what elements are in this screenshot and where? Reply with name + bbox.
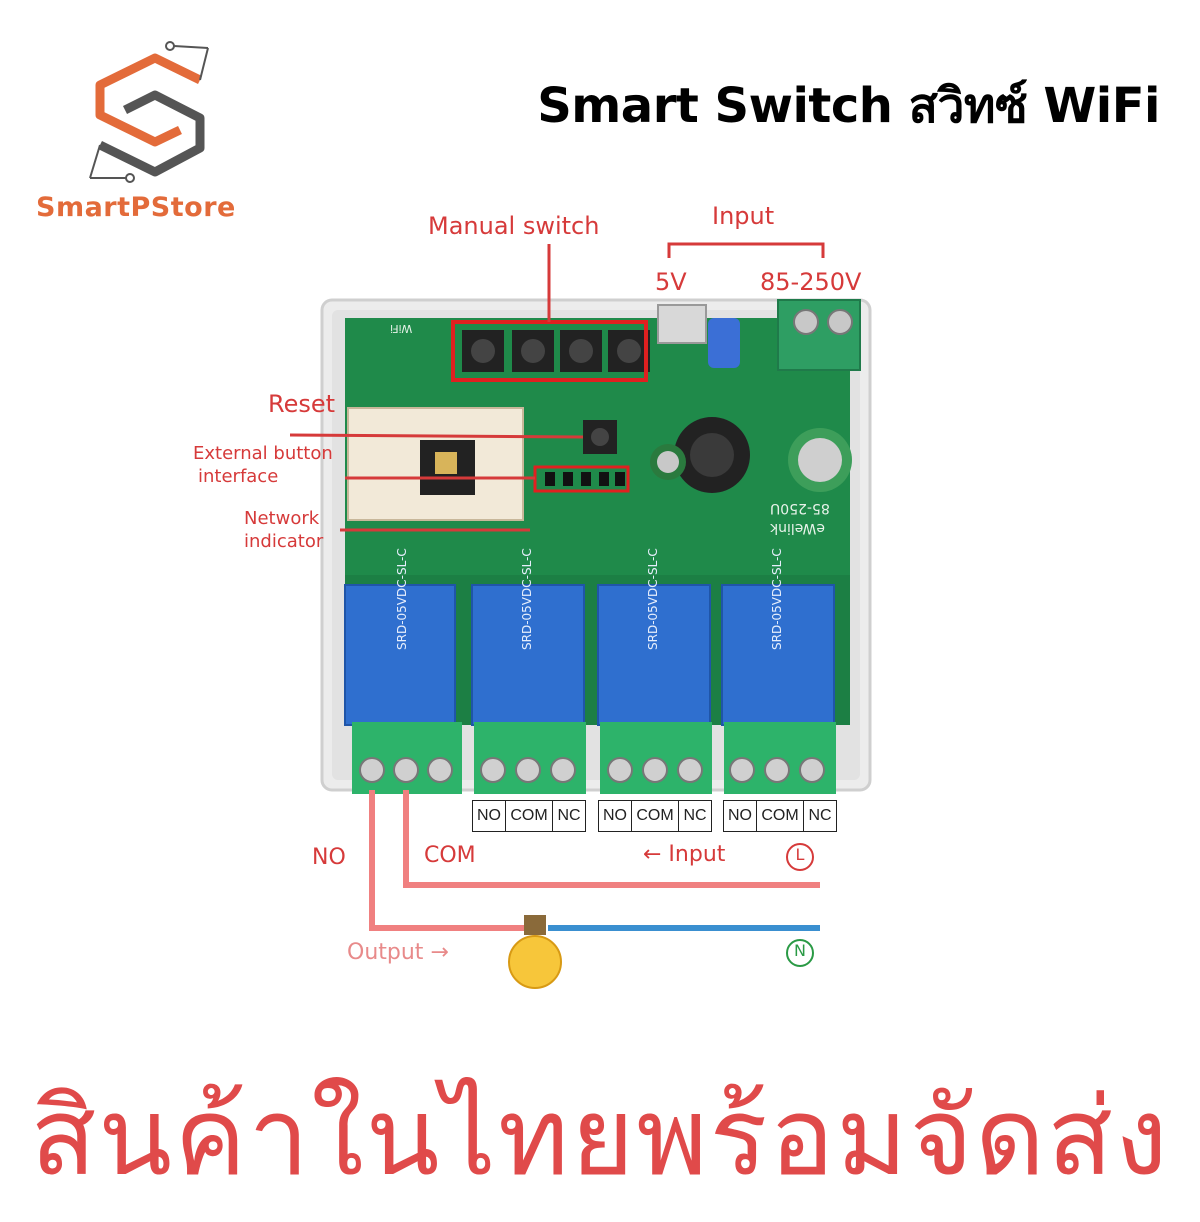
terminal-com: COM [506, 801, 553, 831]
terminal-com: COM [632, 801, 679, 831]
brand-name: SmartPStore [36, 192, 236, 223]
network-indicator-label-line1: Network [244, 508, 320, 529]
live-symbol-text: L [795, 845, 805, 864]
smartpstore-logo-icon [89, 41, 209, 183]
live-symbol-icon [786, 843, 814, 871]
pcb-model-text: 85-250U [770, 500, 830, 516]
neutral-symbol-text: N [794, 941, 806, 960]
external-button-label-line2: interface [198, 466, 279, 487]
relay-4-label: SRD-05VDC-SL-C [770, 548, 784, 650]
light-bulb-icon [508, 915, 562, 989]
manual-switch-label: Manual switch [428, 212, 600, 240]
reset-label: Reset [268, 390, 336, 418]
page-title: Smart Switch สวิทซ์ WiFi [537, 78, 1160, 134]
relays [344, 584, 835, 726]
terminal-nc: NC [808, 807, 832, 824]
relay-1-label: SRD-05VDC-SL-C [395, 548, 409, 650]
input-terminal [777, 299, 861, 371]
wiring-input-label: ← Input [643, 842, 726, 867]
wiring [369, 790, 820, 931]
terminal-no: NO [724, 801, 757, 831]
leader-lines [289, 242, 825, 532]
footer-availability-text: สินค้าในไทยพร้อมจัดส่ง [30, 1075, 1170, 1200]
relay-3-label: SRD-05VDC-SL-C [646, 548, 660, 650]
wiring-no-label: NO [312, 845, 346, 870]
manual-switch-buttons [462, 330, 650, 372]
wiring-com-label: COM [424, 843, 476, 868]
ac-voltage-label: 85-250V [760, 268, 862, 296]
terminal-com: COM [757, 801, 804, 831]
output-terminals [352, 722, 836, 794]
pcb-wifi-text: WiFi [390, 322, 413, 335]
wiring-output-label: Output → [347, 940, 449, 965]
terminal-nc: NC [683, 807, 707, 824]
input-label: Input [712, 202, 775, 230]
neutral-symbol-icon [786, 939, 814, 967]
terminal-table-3: NO COM NC [598, 800, 712, 832]
external-button-label-line1: External button [193, 443, 333, 464]
terminal-table-4: NO COM NC [723, 800, 837, 832]
network-indicator-label-line2: indicator [244, 531, 324, 552]
terminal-nc: NC [557, 807, 581, 824]
terminal-no: NO [599, 801, 632, 831]
terminal-table-2: NO COM NC [472, 800, 586, 832]
terminal-no: NO [473, 801, 506, 831]
5v-label: 5V [655, 268, 687, 296]
relay-board-diagram [289, 242, 872, 989]
usb-port [657, 304, 707, 344]
relay-2-label: SRD-05VDC-SL-C [520, 548, 534, 650]
pcb-brand-text: eWelink [770, 520, 826, 536]
